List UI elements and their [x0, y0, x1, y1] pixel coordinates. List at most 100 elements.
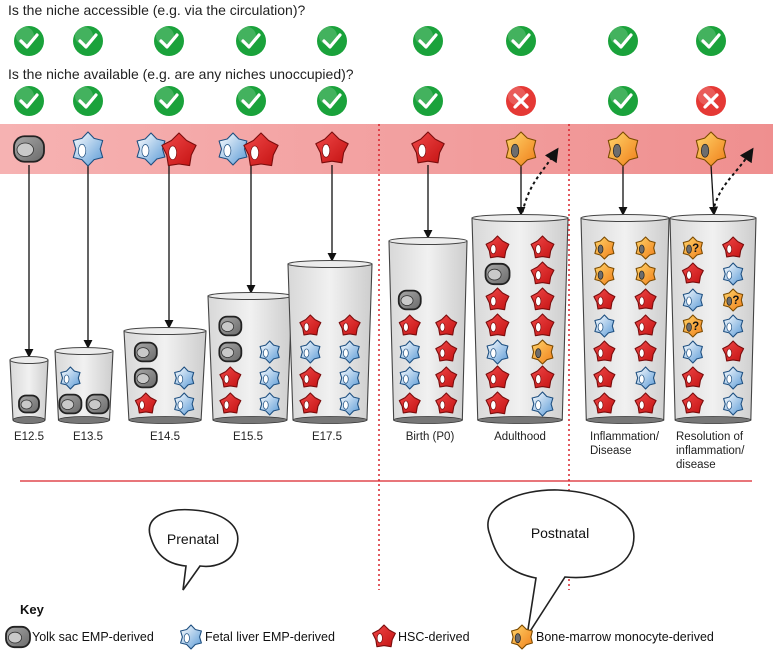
- hsc-cell-icon: [593, 366, 616, 388]
- stage-label-adult: Adulthood: [494, 431, 546, 443]
- stage-label-e17: E17.5: [312, 431, 342, 443]
- uncertain-mark: ?: [692, 243, 699, 255]
- postnatal-label: Postnatal: [531, 525, 589, 541]
- hsc-cell-icon: [435, 392, 458, 414]
- fetal-liver-cell-icon: [136, 132, 166, 166]
- stage-label-resolution-2: inflammation/: [676, 445, 745, 457]
- niche-cup: [580, 214, 670, 424]
- key-icons: [5, 624, 533, 650]
- question-accessible: Is the niche accessible (e.g. via the ci…: [8, 2, 305, 18]
- fetal-liver-cell-icon: [682, 340, 703, 364]
- bone-marrow-cell-icon: [607, 131, 639, 167]
- accessible-check-icon: [236, 26, 266, 56]
- available-check-icon: [14, 86, 44, 116]
- prenatal-label: Prenatal: [167, 531, 219, 547]
- yolk-sac-cell-icon: [58, 393, 83, 415]
- available-check-icon: [317, 86, 347, 116]
- bone-marrow-cell-icon: [635, 262, 656, 286]
- accessible-check-icon: [73, 26, 103, 56]
- fetal-liver-cell-icon: [339, 366, 360, 390]
- stage-label-e12: E12.5: [14, 431, 44, 443]
- key-title: Key: [20, 602, 45, 617]
- fetal-liver-cell-icon: [174, 366, 195, 390]
- available-cross-icon: [696, 86, 726, 116]
- fetal-liver-cell-icon: [60, 366, 81, 390]
- hsc-cell-icon: [435, 340, 458, 362]
- hsc-cell-icon: [243, 132, 279, 167]
- hsc-cell-icon: [299, 366, 322, 388]
- hsc-cell-icon: [681, 366, 704, 388]
- niche-cup: [471, 214, 569, 424]
- available-check-icon: [413, 86, 443, 116]
- available-check-icon: [236, 86, 266, 116]
- stage-label-e13: E13.5: [73, 431, 103, 443]
- fetal-liver-cell-icon: [218, 132, 248, 166]
- key-label-fetal: Fetal liver EMP-derived: [205, 630, 335, 644]
- key-label-hsc: HSC-derived: [398, 630, 470, 644]
- hsc-cell-icon: [161, 132, 197, 167]
- hsc-cell-icon: [530, 313, 555, 337]
- arrows-layer: [24, 147, 754, 358]
- hsc-cell-icon: [485, 391, 510, 415]
- hsc-cell-icon: [634, 288, 657, 310]
- accessible-check-icon: [154, 26, 184, 56]
- key-label-yolk: Yolk sac EMP-derived: [32, 630, 154, 644]
- bone-marrow-cell-icon: [505, 131, 537, 167]
- accessible-check-icon: [696, 26, 726, 56]
- hsc-cell-icon: [398, 314, 421, 336]
- stage-label-resolution-3: disease: [676, 459, 716, 471]
- entry-arrow: [708, 164, 719, 216]
- hsc-cell-icon: [398, 392, 421, 414]
- hsc-cell-icon: [593, 340, 616, 362]
- accessible-marks-row: [14, 26, 726, 56]
- yolk-sac-cell-icon: [484, 262, 511, 286]
- niche-cup: [207, 292, 293, 424]
- hsc-cell-icon: [722, 236, 745, 258]
- yolk-sac-cell-icon: [85, 393, 110, 415]
- uncertain-mark: ?: [692, 321, 699, 333]
- yolk-sac-cell-icon: [133, 367, 158, 389]
- stage-label-e15: E15.5: [233, 431, 263, 443]
- hsc-cell-icon: [634, 314, 657, 336]
- fetal-liver-cell-icon: [259, 340, 280, 364]
- circulation-band: [0, 124, 773, 174]
- hsc-cell-icon: [219, 392, 242, 414]
- fetal-liver-cell-icon: [180, 624, 202, 650]
- fetal-liver-cell-icon: [682, 288, 703, 312]
- yolk-sac-cell-icon: [397, 289, 422, 311]
- hsc-cell-icon: [593, 288, 616, 310]
- accessible-check-icon: [317, 26, 347, 56]
- fetal-liver-cell-icon: [300, 340, 321, 364]
- accessible-check-icon: [506, 26, 536, 56]
- niche-cup: [54, 347, 114, 424]
- accessible-check-icon: [608, 26, 638, 56]
- key-label-bm: Bone-marrow monocyte-derived: [536, 630, 714, 644]
- fetal-liver-cell-icon: [339, 340, 360, 364]
- niche-cup: [9, 356, 49, 424]
- bone-marrow-cell-icon: [695, 131, 727, 167]
- hsc-cell-icon: [134, 392, 157, 414]
- prenatal-bubble: Prenatal: [148, 508, 239, 591]
- available-check-icon: [73, 86, 103, 116]
- bone-marrow-cell-icon: [531, 339, 554, 365]
- yolk-sac-cell-icon: [218, 341, 243, 363]
- fetal-liver-cell-icon: [486, 339, 509, 365]
- fetal-liver-cell-icon: [594, 314, 615, 338]
- hsc-cell-icon: [485, 365, 510, 389]
- hsc-cell-icon: [338, 314, 361, 336]
- hsc-cell-icon: [593, 392, 616, 414]
- bone-marrow-cell-icon: ?: [723, 288, 744, 312]
- bone-marrow-cell-icon: [635, 236, 656, 260]
- hsc-cell-icon: [634, 392, 657, 414]
- postnatal-bubble: Postnatal: [487, 489, 635, 637]
- yolk-sac-cell-icon: [218, 315, 243, 337]
- accessible-check-icon: [413, 26, 443, 56]
- hsc-cell-icon: [530, 261, 555, 285]
- stage-label-birth: Birth (P0): [406, 431, 455, 443]
- yolk-sac-cell-icon: [5, 625, 31, 649]
- fetal-liver-cell-icon: [259, 366, 280, 390]
- exit-arrow: [520, 147, 559, 219]
- fetal-liver-cell-icon: [531, 391, 554, 417]
- niche-cup: [287, 260, 373, 424]
